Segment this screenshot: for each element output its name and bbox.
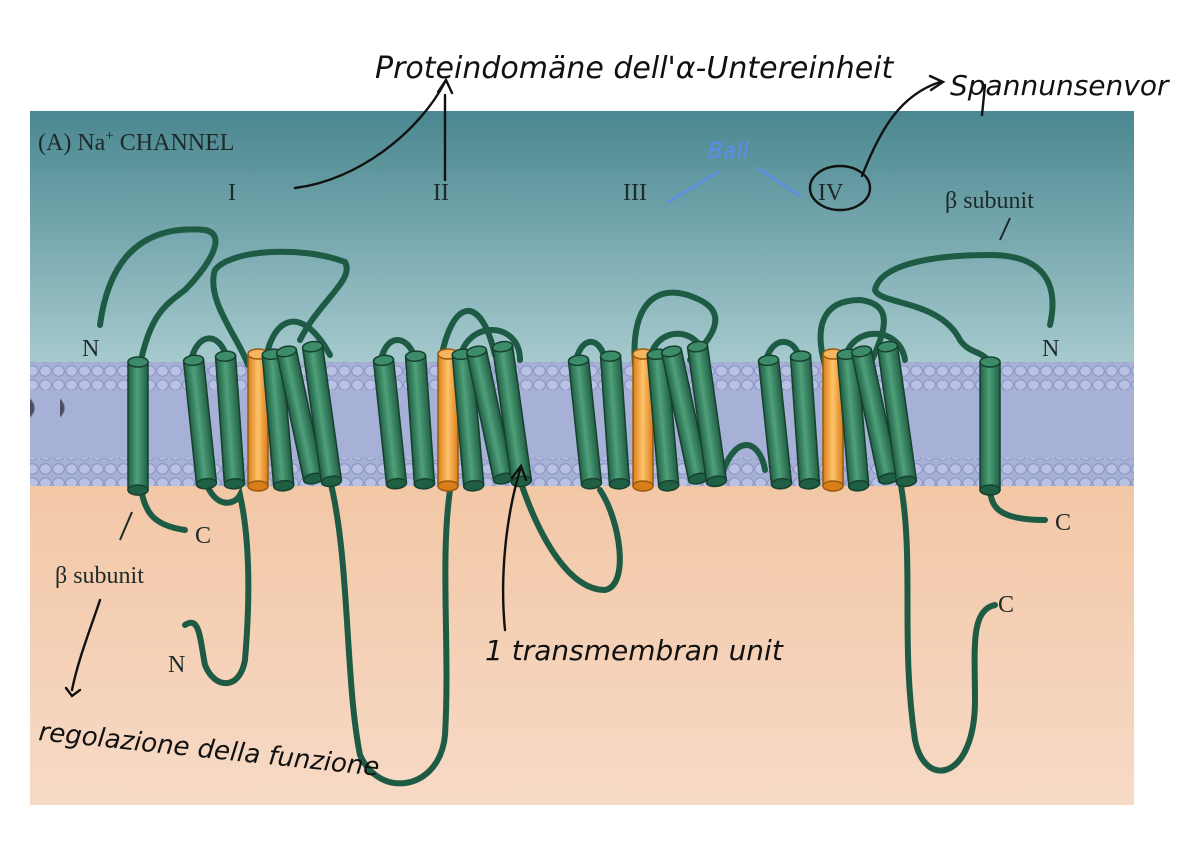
helix-i-s1: [182, 354, 218, 490]
helix-iv-s1: [757, 354, 793, 490]
label-leader-lines: [119, 217, 1011, 541]
c-terminus-left: C: [195, 523, 211, 549]
helix-i-s5: [275, 345, 325, 485]
annotation-transmembrane: 1 transmembran unit: [485, 634, 784, 667]
annotation-voltage-sensor: Spannunsenvor: [950, 69, 1170, 102]
helix-ii-s1: [372, 354, 408, 490]
helix-iii-s5: [660, 345, 710, 485]
helix-iv-s2: [789, 350, 821, 490]
helix-iii-s1: [567, 354, 603, 490]
helix-ii-s2: [404, 350, 436, 490]
beta-helix-right: [979, 356, 1001, 496]
helix-iv-s6: [876, 340, 918, 488]
domain-label-ii: II: [433, 180, 449, 206]
c-terminus-alpha: C: [998, 592, 1014, 618]
helix-iii-s6: [686, 340, 728, 488]
helix-i-s6: [301, 340, 343, 488]
domain-label-i: I: [228, 180, 236, 206]
domain-label-iv: IV: [818, 180, 844, 206]
helix-i-pore: [247, 348, 269, 492]
helices: [127, 340, 1001, 496]
annotation-ball: Ball: [708, 139, 749, 164]
intracellular-region: [30, 485, 1134, 805]
n-terminus-right: N: [1042, 336, 1059, 362]
handwritten-annotations: [64, 74, 987, 698]
domain-label-iii: III: [623, 180, 647, 206]
helix-iv-pore: [822, 348, 844, 492]
n-terminus-alpha: N: [168, 652, 185, 678]
helix-iii-s2: [599, 350, 631, 490]
helix-i-s2: [214, 350, 246, 490]
c-terminus-right: C: [1055, 510, 1071, 536]
panel-title: (A) Na+ CHANNEL: [38, 128, 234, 156]
annotation-domains: Proteindomäne dell'α-Untereinheit: [375, 51, 895, 86]
beta-subunit-label-top: β subunit: [945, 188, 1034, 214]
beta-helix-left: [127, 356, 149, 496]
ball-annotation: [666, 166, 802, 204]
beta-subunit-label-bottom: β subunit: [55, 563, 144, 589]
n-terminus-left: N: [82, 336, 99, 362]
